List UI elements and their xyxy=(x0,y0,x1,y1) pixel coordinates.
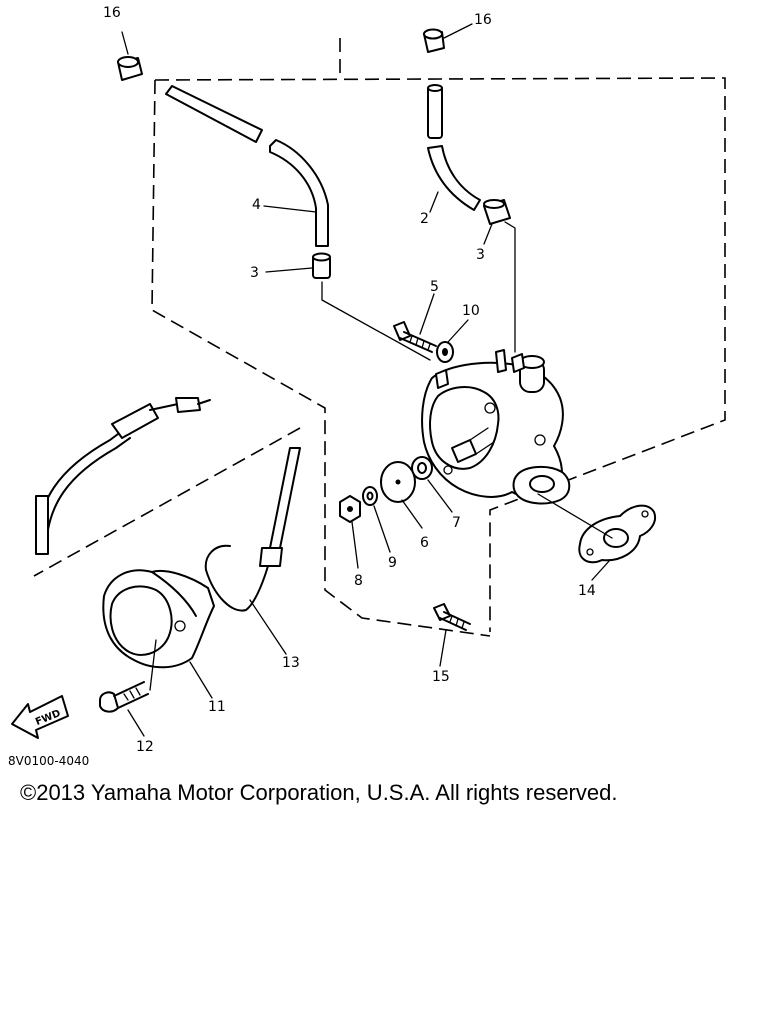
cable-13 xyxy=(204,447,301,612)
throttle-cable xyxy=(35,397,211,555)
callout-4: 4 xyxy=(252,197,261,213)
callout-13: 13 xyxy=(282,655,300,671)
callout-5: 5 xyxy=(430,279,439,295)
callout-9: 9 xyxy=(388,555,397,571)
oil-pump xyxy=(421,349,571,505)
callout-16-right: 16 xyxy=(474,12,492,28)
callout-3-right: 3 xyxy=(476,247,485,263)
plate-6 xyxy=(380,461,416,503)
cable-boundary xyxy=(33,427,301,577)
bolt-15 xyxy=(433,603,471,631)
callout-3-left: 3 xyxy=(250,265,259,281)
cap-16-right xyxy=(423,28,445,53)
callout-11: 11 xyxy=(208,699,226,715)
copyright-notice: ©2013 Yamaha Motor Corporation, U.S.A. A… xyxy=(20,780,618,805)
hose-4 xyxy=(165,85,329,247)
cap-16-left xyxy=(117,56,143,81)
clamp-3-left xyxy=(312,252,331,279)
washer-7 xyxy=(411,456,433,480)
callout-12: 12 xyxy=(136,739,154,755)
gasket-14 xyxy=(578,504,656,564)
nut-8 xyxy=(339,495,361,523)
leader-lines xyxy=(121,23,613,737)
callout-10: 10 xyxy=(462,303,480,319)
washer-10 xyxy=(436,341,454,363)
callout-7: 7 xyxy=(452,515,461,531)
assembly-boundary xyxy=(151,38,726,637)
callout-2: 2 xyxy=(420,211,429,227)
bolt-12 xyxy=(99,681,149,713)
hose-2 xyxy=(427,84,481,211)
callout-8: 8 xyxy=(354,573,363,589)
callout-14: 14 xyxy=(578,583,596,599)
washer-9 xyxy=(362,486,378,506)
callout-6: 6 xyxy=(420,535,429,551)
callout-16-left: 16 xyxy=(103,5,121,21)
callout-15: 15 xyxy=(432,669,450,685)
clamp-3-right xyxy=(483,199,511,225)
fwd-arrow-icon: FWD xyxy=(11,695,69,739)
diagram-code: 8V0100-4040 xyxy=(8,754,90,768)
bolt-5 xyxy=(393,321,437,353)
cover-11 xyxy=(102,569,215,691)
